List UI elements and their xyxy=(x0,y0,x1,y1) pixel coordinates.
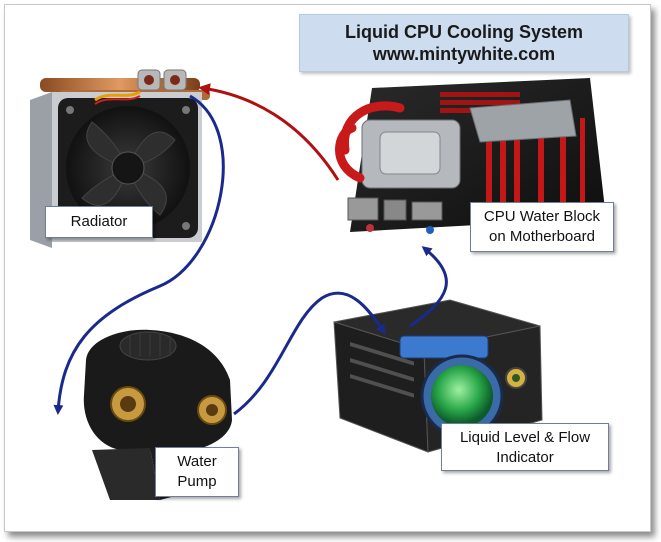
arrow-radiator-to-pump xyxy=(53,94,225,415)
pump-label: Water Pump xyxy=(155,447,239,497)
diagram-title: Liquid CPU Cooling System xyxy=(344,22,583,42)
flow-indicator-label: Liquid Level & Flow Indicator xyxy=(441,423,609,471)
arrow-pump-to-flow xyxy=(233,291,386,416)
title-box: Liquid CPU Cooling System www.mintywhite… xyxy=(299,14,629,72)
motherboard-illustration xyxy=(335,78,606,234)
arrow-flow-to-cpu xyxy=(409,246,448,328)
cpu-block-label: CPU Water Block on Motherboard xyxy=(470,202,614,252)
website-url: www.mintywhite.com xyxy=(372,44,556,64)
radiator-label: Radiator xyxy=(45,206,153,238)
arrow-cpu-to-radiator xyxy=(198,83,340,181)
flow-indicator-illustration xyxy=(333,299,543,453)
